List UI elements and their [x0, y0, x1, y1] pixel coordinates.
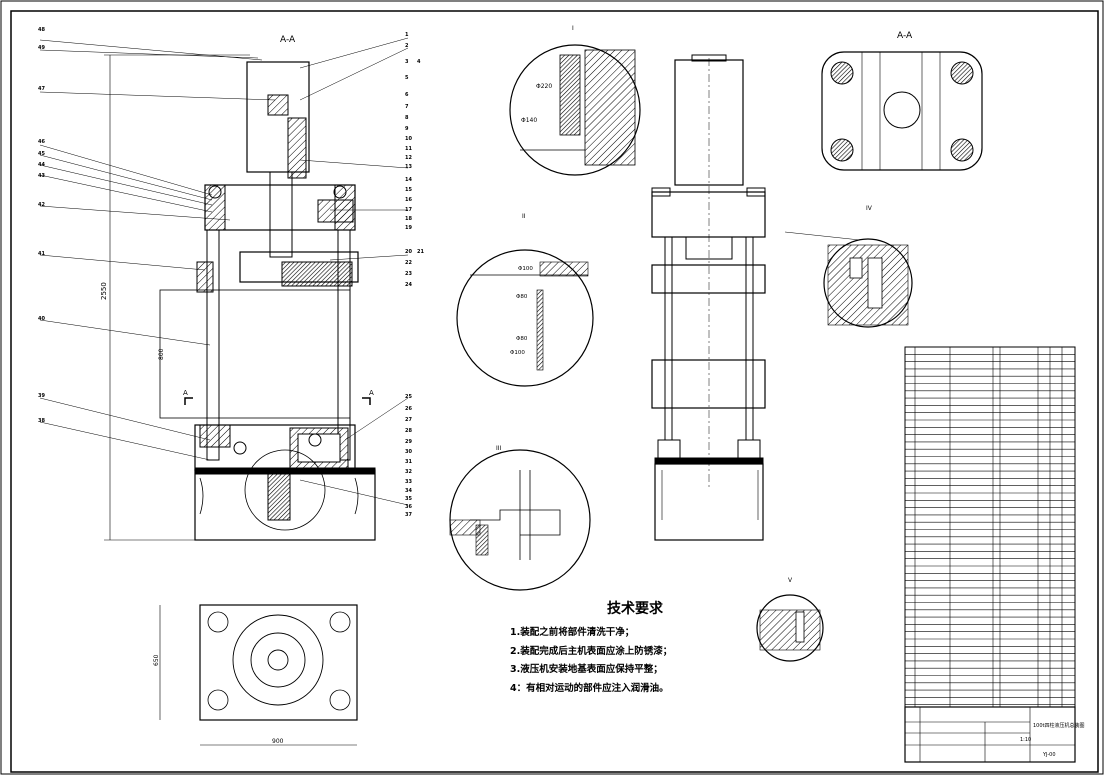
- detail2-dim-b: Φ80: [516, 294, 528, 300]
- svg-text:6: 6: [405, 92, 409, 98]
- svg-text:31: 31: [405, 459, 412, 465]
- drawing-scale: 1:10: [1020, 737, 1031, 743]
- svg-text:26: 26: [405, 406, 412, 412]
- detail1-dim-a: Φ220: [536, 83, 552, 90]
- detail2-dim-d: Φ100: [510, 350, 525, 356]
- svg-text:46: 46: [38, 139, 45, 145]
- detail2-dim-a: Φ100: [518, 266, 533, 272]
- svg-text:V: V: [788, 577, 793, 584]
- svg-text:5: 5: [405, 75, 409, 81]
- svg-text:23: 23: [405, 271, 412, 277]
- svg-text:21: 21: [417, 249, 424, 255]
- tech-requirement-2: 2.装配完成后主机表面应涂上防锈漆；: [510, 645, 673, 657]
- main-section-view: A-A 2550 800: [39, 35, 409, 541]
- svg-text:1: 1: [405, 32, 409, 38]
- svg-text:42: 42: [38, 202, 45, 208]
- svg-text:24: 24: [405, 282, 412, 288]
- svg-text:A: A: [183, 389, 188, 397]
- tech-requirements-title: 技术要求: [607, 601, 663, 617]
- svg-text:36: 36: [405, 504, 412, 510]
- svg-text:18: 18: [405, 216, 412, 222]
- svg-text:22: 22: [405, 260, 412, 266]
- technical-requirements: 技术要求 1.装配之前将部件清洗干净； 2.装配完成后主机表面应涂上防锈漆； 3…: [510, 598, 760, 698]
- svg-text:35: 35: [405, 496, 412, 502]
- svg-text:30: 30: [405, 449, 412, 455]
- bottom-plan-view: 900 650: [153, 604, 358, 746]
- svg-text:37: 37: [405, 512, 412, 518]
- dim-base-width: 900: [272, 738, 284, 745]
- detail1-dim-b: Φ140: [521, 117, 537, 124]
- detail-view-2: II Φ100 Φ80 Φ80 Φ100: [456, 213, 594, 387]
- parts-list-table: [904, 346, 1076, 708]
- drawing-number: YJ-00: [1042, 752, 1056, 758]
- svg-text:39: 39: [38, 393, 45, 399]
- section-a-a-view: A-A: [821, 31, 983, 171]
- dim-overall-height: 2550: [100, 282, 108, 300]
- svg-text:38: 38: [38, 418, 45, 424]
- svg-text:29: 29: [405, 439, 412, 445]
- svg-text:49: 49: [38, 45, 45, 51]
- svg-text:45: 45: [38, 151, 45, 157]
- tech-requirement-3: 3.液压机安装地基表面应保持平整；: [510, 664, 663, 675]
- svg-text:III: III: [496, 445, 502, 452]
- svg-text:IV: IV: [866, 205, 873, 212]
- svg-text:3: 3: [405, 59, 409, 65]
- tech-requirement-1: 1.装配之前将部件清洗干净；: [510, 627, 635, 638]
- detail-view-5: V: [756, 577, 824, 662]
- svg-text:12: 12: [405, 155, 412, 161]
- svg-text:27: 27: [405, 417, 412, 423]
- svg-text:13: 13: [405, 164, 412, 170]
- svg-text:28: 28: [405, 428, 412, 434]
- svg-text:47: 47: [38, 86, 45, 92]
- svg-text:34: 34: [405, 488, 412, 494]
- tech-requirement-4: 4：有相对运动的部件应注入润滑油。: [510, 682, 669, 694]
- dim-stroke: 800: [158, 348, 165, 360]
- svg-text:15: 15: [405, 187, 412, 193]
- svg-text:32: 32: [405, 469, 412, 475]
- dim-base-height: 650: [153, 654, 160, 666]
- svg-text:10: 10: [405, 136, 412, 142]
- svg-text:16: 16: [405, 197, 412, 203]
- drawing-name: 100t四柱液压机总装图: [1033, 722, 1085, 729]
- svg-text:17: 17: [405, 207, 412, 213]
- inner-border: [10, 10, 1099, 773]
- svg-text:II: II: [522, 213, 526, 220]
- svg-text:2: 2: [405, 43, 409, 49]
- detail2-dim-c: Φ80: [516, 336, 528, 342]
- front-elevation-view: [651, 54, 766, 541]
- svg-text:I: I: [572, 25, 574, 32]
- svg-text:A-A: A-A: [897, 31, 913, 41]
- svg-text:48: 48: [38, 27, 45, 33]
- svg-text:20: 20: [405, 249, 412, 255]
- main-view-title: A-A: [280, 35, 296, 45]
- svg-text:41: 41: [38, 251, 45, 257]
- svg-text:43: 43: [38, 173, 45, 179]
- svg-text:7: 7: [405, 104, 409, 110]
- svg-text:8: 8: [405, 115, 409, 121]
- svg-text:14: 14: [405, 177, 412, 183]
- detail-view-1: I Φ220 Φ140: [509, 25, 641, 176]
- svg-text:A: A: [369, 389, 374, 397]
- svg-text:25: 25: [405, 394, 412, 400]
- svg-text:44: 44: [38, 162, 45, 168]
- svg-text:19: 19: [405, 225, 412, 231]
- part-numbers-left: 48 49 47 46 45 44 43 42 41 40 39 38: [38, 27, 45, 424]
- svg-text:4: 4: [417, 59, 421, 65]
- part-numbers-right: 1 2 3 4 5 6 7 8 9 10 11 12 13 14 15 16 1…: [405, 32, 424, 518]
- title-block: 100t四柱液压机总装图 YJ-00 1:10: [904, 706, 1085, 763]
- detail-view-4: IV: [784, 205, 913, 328]
- detail-view-3: III: [449, 445, 591, 591]
- svg-text:9: 9: [405, 126, 409, 132]
- svg-text:33: 33: [405, 479, 412, 485]
- svg-text:11: 11: [405, 146, 412, 152]
- svg-text:40: 40: [38, 316, 45, 322]
